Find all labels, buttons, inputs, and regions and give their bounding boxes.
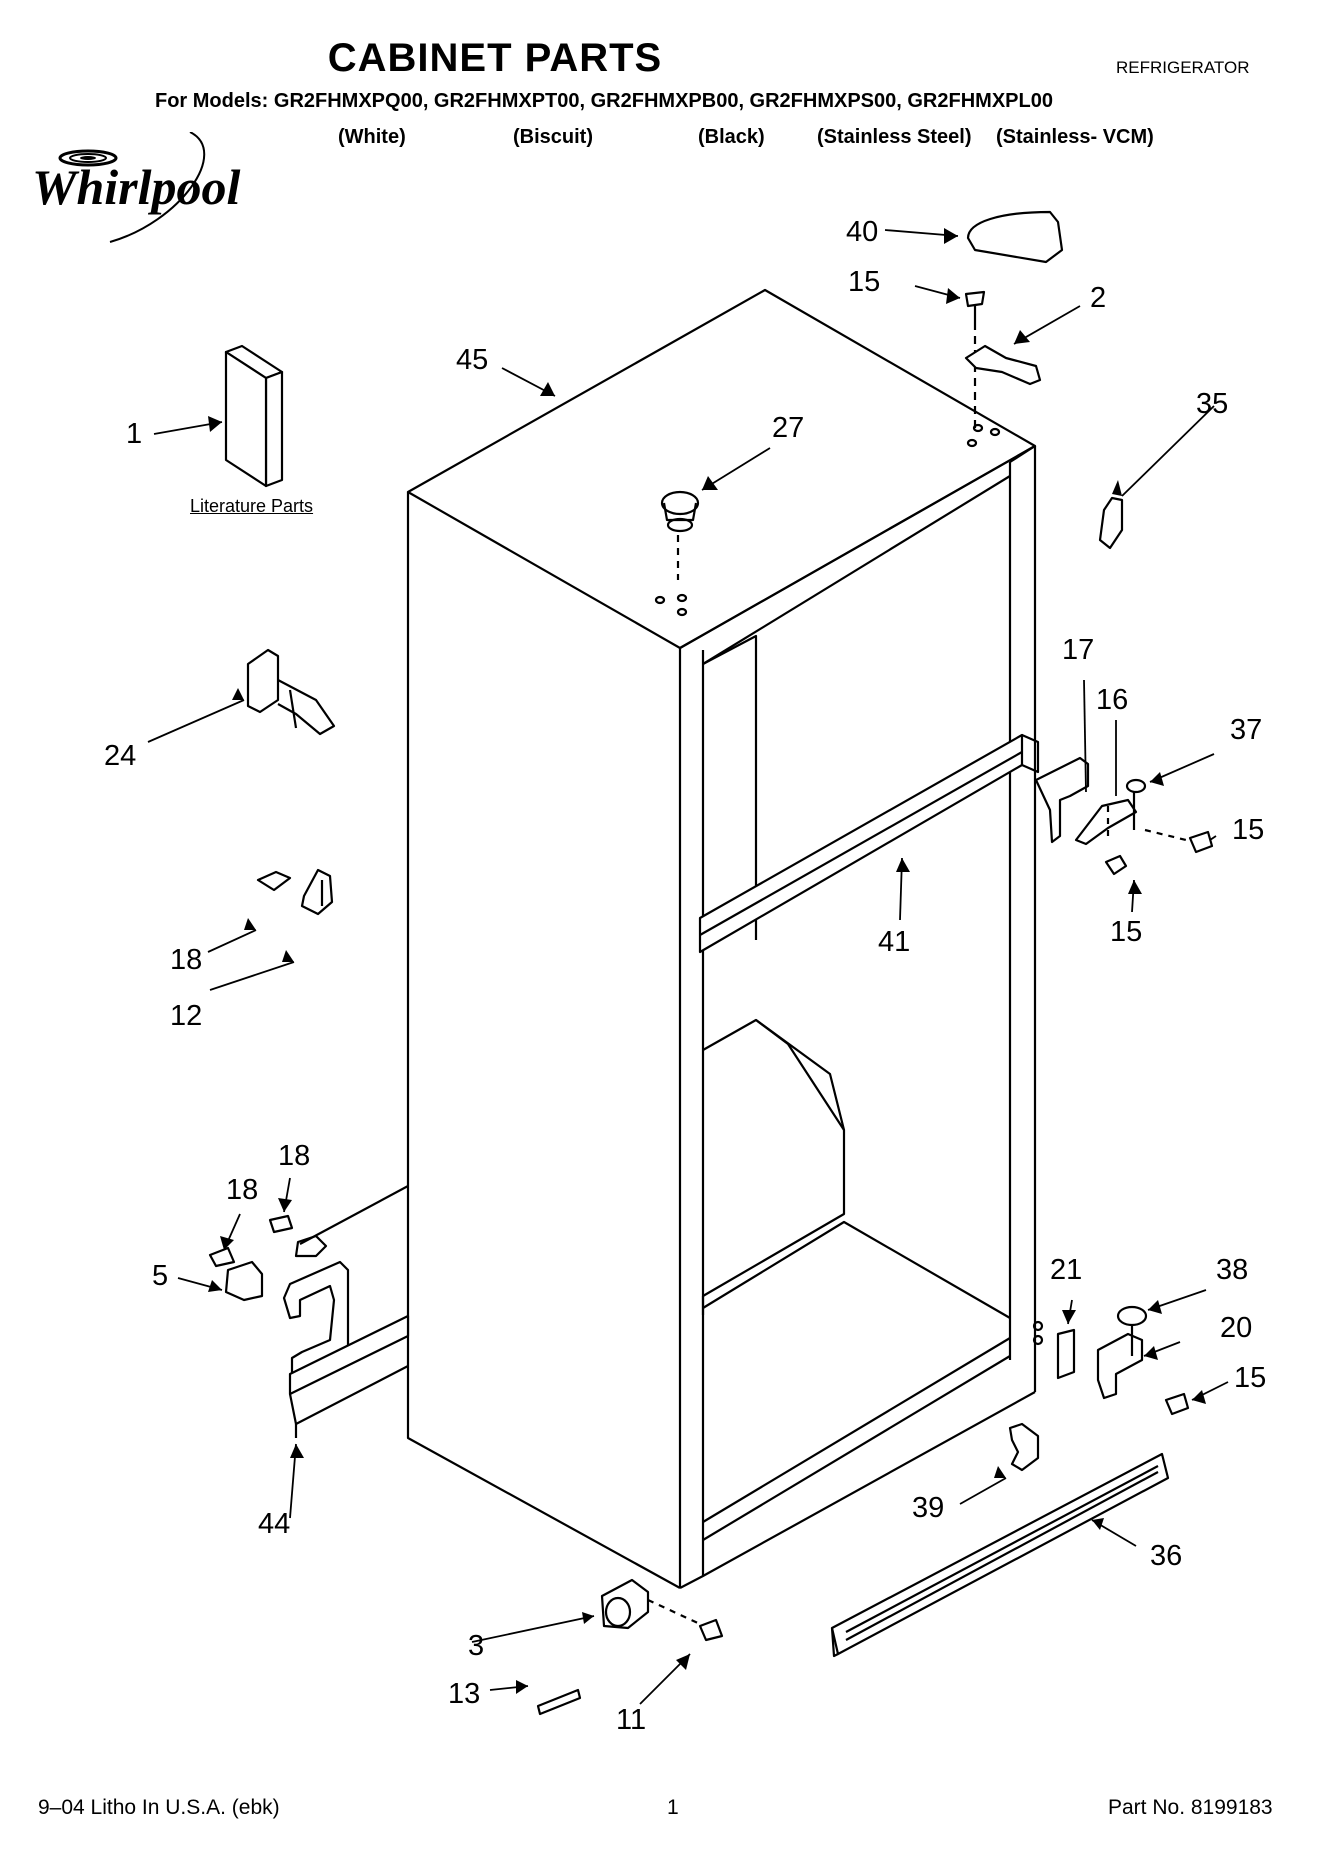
side-trim-part [282, 1185, 410, 1438]
callout-37: 37 [1230, 714, 1263, 746]
callout-2: 2 [1090, 282, 1107, 314]
callout-1: 1 [126, 418, 143, 450]
color-stainless-vcm: (Stainless- VCM) [996, 126, 1154, 148]
callout-15-right: 15 [1232, 814, 1265, 846]
door-stop-parts [256, 868, 334, 916]
callout-16: 16 [1096, 684, 1129, 716]
whirlpool-logo: Whirlpool [30, 131, 270, 257]
screw-top [964, 290, 986, 428]
color-black: (Black) [698, 126, 765, 148]
callout-12: 12 [170, 1000, 203, 1032]
footer-part-number: Part No. 8199183 [1108, 1796, 1273, 1819]
callout-11: 11 [616, 1704, 647, 1736]
callout-15-top: 15 [848, 266, 881, 298]
color-stainless-steel: (Stainless Steel) [817, 126, 972, 148]
hinge-cover-part [966, 210, 1064, 264]
callout-15-bottom: 15 [1234, 1362, 1267, 1394]
models-line: For Models: GR2FHMXPQ00, GR2FHMXPT00, GR… [155, 90, 1053, 112]
callout-44: 44 [258, 1508, 291, 1540]
callout-18-upper: 18 [170, 944, 203, 976]
callout-18-right: 18 [278, 1140, 311, 1172]
callout-39: 39 [912, 1492, 945, 1524]
callout-41: 41 [878, 926, 911, 958]
callout-5: 5 [152, 1260, 169, 1292]
callout-35: 35 [1196, 388, 1229, 420]
clip-part [1098, 496, 1124, 550]
arrowheads [208, 228, 1206, 1694]
bottom-hinge-parts [1032, 1305, 1190, 1416]
callout-40: 40 [846, 216, 879, 248]
literature-pack [224, 344, 284, 488]
callout-20: 20 [1220, 1312, 1253, 1344]
grille-clip-part [1008, 1422, 1040, 1472]
top-hinge-part [964, 344, 1042, 386]
plug-part [660, 490, 700, 580]
callout-38: 38 [1216, 1254, 1249, 1286]
callout-45: 45 [456, 344, 489, 376]
callout-24: 24 [104, 740, 137, 772]
toe-grille-part [830, 1452, 1170, 1658]
callout-15-mid: 15 [1110, 916, 1143, 948]
callout-27: 27 [772, 412, 805, 444]
center-hinge-parts [1034, 756, 1214, 876]
color-biscuit: (Biscuit) [513, 126, 593, 148]
callout-36: 36 [1150, 1540, 1183, 1572]
callout-13: 13 [448, 1678, 481, 1710]
footer-print-info: 9–04 Litho In U.S.A. (ebk) [38, 1796, 280, 1819]
literature-parts-label: Literature Parts [190, 496, 314, 516]
callout-17: 17 [1062, 634, 1095, 666]
leveling-leg-part [246, 648, 336, 736]
color-white: (White) [338, 126, 406, 148]
cabinet-shell [406, 288, 1037, 1589]
appliance-type: REFRIGERATOR [1116, 58, 1250, 77]
mullion-part [698, 733, 1040, 954]
callout-18-left: 18 [226, 1174, 259, 1206]
page-title: CABINET PARTS [327, 36, 663, 80]
svg-text:Whirlpool: Whirlpool [32, 159, 241, 215]
roller-parts [536, 1578, 724, 1716]
callout-21: 21 [1050, 1254, 1083, 1286]
footer-page-number: 1 [667, 1796, 679, 1819]
callout-3: 3 [468, 1630, 485, 1662]
